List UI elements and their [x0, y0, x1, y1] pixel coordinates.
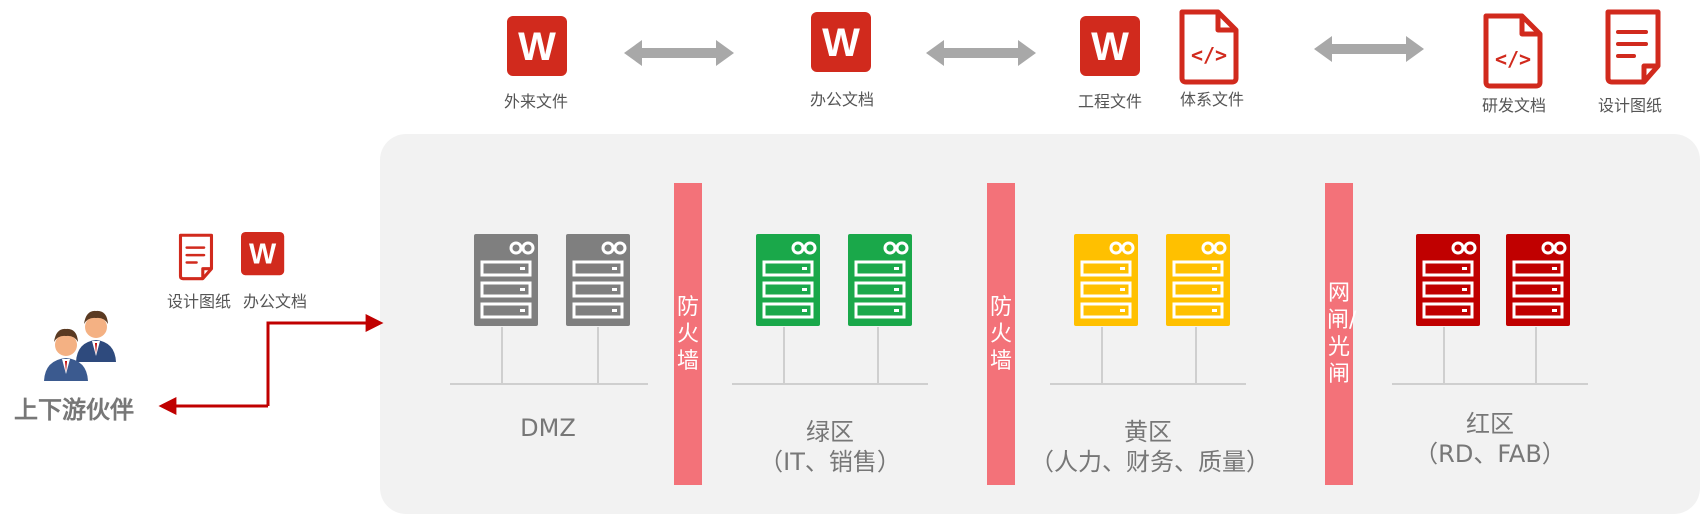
yellow-zone-sub: （人力、财务、质量） [1030, 448, 1270, 476]
red-server-2-icon [1504, 232, 1572, 328]
gateway-wall: 网闸/光闸 [1325, 183, 1357, 485]
yellow-zone-servers [1050, 232, 1246, 385]
firewall-1-label: 防火墙 [676, 294, 699, 374]
external-file-word-icon [507, 16, 567, 76]
exchange-arrow-1 [624, 40, 734, 66]
system-file-label: 体系文件 [1180, 90, 1245, 109]
green-zone-servers [732, 232, 928, 385]
firewall-1: 防火墙 [674, 183, 702, 485]
green-server-2-icon [846, 232, 914, 328]
external-file-label: 外来文件 [504, 92, 569, 111]
design-drawing-doc-icon [1608, 12, 1658, 82]
yellow-zone-label: 黄区 [1124, 418, 1172, 446]
engineering-file-label: 工程文件 [1078, 92, 1143, 111]
partner-link-to-dmz [266, 314, 384, 406]
dmz-zone-label: DMZ [520, 414, 576, 442]
gateway-label: 网闸/光闸 [1327, 281, 1357, 387]
green-server-1-icon [754, 232, 822, 328]
red-zone-sub: （RD、FAB） [1414, 440, 1566, 468]
red-zone-servers [1392, 232, 1588, 385]
partner-label: 上下游伙伴 [14, 396, 134, 424]
dmz-servers [450, 232, 648, 385]
engineering-file-word-icon [1080, 16, 1140, 76]
red-server-1-icon [1414, 232, 1482, 328]
firewall-2: 防火墙 [987, 183, 1015, 485]
dmz-server-2-icon [564, 232, 632, 328]
office-doc-label: 办公文档 [810, 90, 875, 109]
green-zone-label: 绿区 [806, 418, 854, 446]
red-zone-label: 红区 [1466, 410, 1514, 438]
office-doc-word-icon [811, 12, 871, 72]
business-people-icon [44, 310, 116, 381]
design-drawing-label: 设计图纸 [1598, 96, 1663, 115]
partner-office-word-icon [241, 232, 285, 276]
partner-design-label: 设计图纸 [167, 292, 232, 311]
yellow-server-2-icon [1164, 232, 1232, 328]
system-file-code-icon [1182, 12, 1236, 82]
green-zone-sub: （IT、销售） [759, 448, 901, 476]
exchange-arrow-2 [926, 40, 1036, 66]
firewall-2-label: 防火墙 [989, 294, 1012, 374]
yellow-server-1-icon [1072, 232, 1140, 328]
dmz-server-1-icon [472, 232, 540, 328]
partner-office-label: 办公文档 [243, 292, 308, 311]
rd-doc-label: 研发文档 [1482, 96, 1547, 115]
partner-design-doc-icon [178, 233, 214, 281]
rd-doc-code-icon [1486, 16, 1540, 86]
exchange-arrow-3 [1314, 36, 1424, 62]
